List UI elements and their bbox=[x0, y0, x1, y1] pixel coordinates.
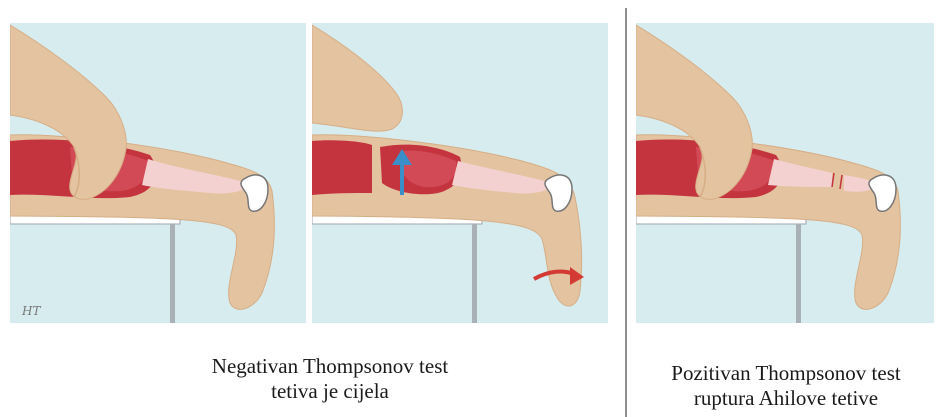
panel-negative-squeeze: HT bbox=[10, 23, 306, 323]
caption-positive: Pozitivan Thompsonov test ruptura Ahilov… bbox=[636, 361, 936, 411]
artist-signature: HT bbox=[21, 304, 41, 318]
calf-muscle bbox=[312, 140, 372, 195]
caption-negative-subtitle: tetiva je cijela bbox=[150, 379, 510, 404]
panel-positive-ruptured bbox=[636, 23, 934, 323]
caption-negative-title: Negativan Thompsonov test bbox=[150, 354, 510, 379]
caption-positive-title: Pozitivan Thompsonov test bbox=[636, 361, 936, 386]
caption-positive-subtitle: ruptura Ahilove tetive bbox=[636, 386, 936, 411]
panel-negative-plantarflexion bbox=[312, 23, 608, 323]
caption-negative: Negativan Thompsonov test tetiva je cije… bbox=[150, 354, 510, 404]
panel-divider bbox=[625, 8, 627, 417]
